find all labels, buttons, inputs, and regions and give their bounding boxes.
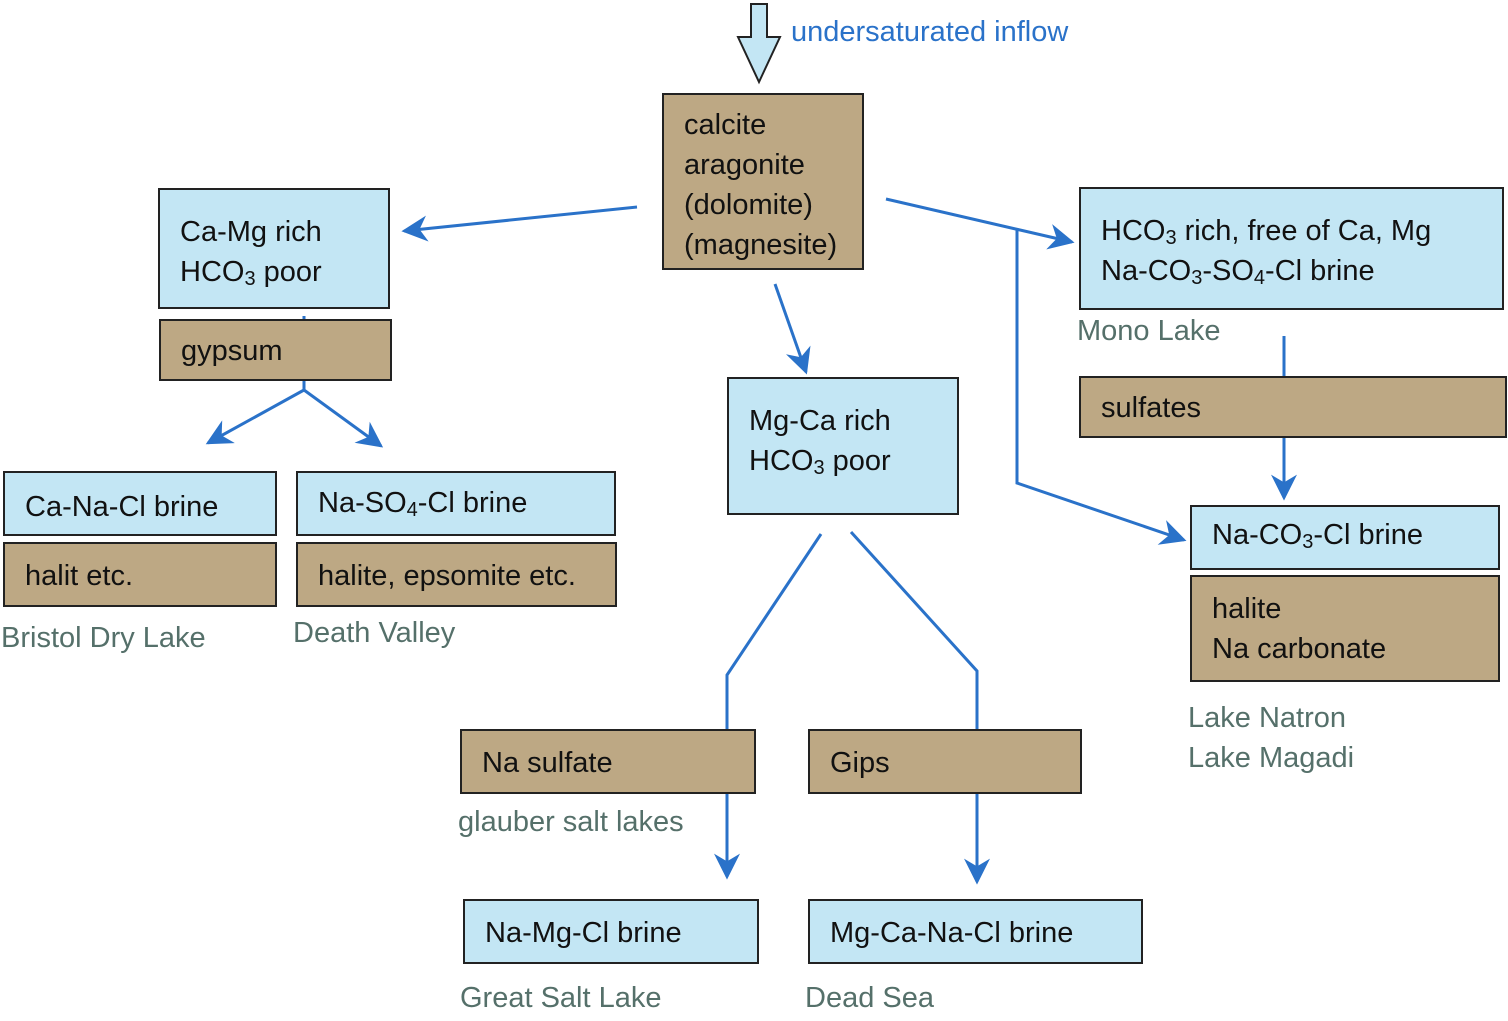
- mineral-magnesite: (magnesite): [684, 229, 838, 261]
- arrow-to-mg-ca-na-cl: [849, 530, 990, 885]
- sulfates-box: sulfates: [1079, 376, 1507, 438]
- arrow-to-ca-na-cl: [205, 388, 305, 445]
- place-lake-natron: Lake Natron: [1188, 702, 1346, 734]
- gypsum-box: gypsum: [159, 319, 392, 381]
- na-carbonate-label: Na carbonate: [1212, 633, 1387, 665]
- arrow-to-mg-ca-rich: [773, 283, 811, 375]
- gips-box: Gips: [808, 729, 1082, 794]
- arrow-to-ca-mg-rich: [401, 205, 638, 242]
- halite-label: halite: [1212, 593, 1282, 625]
- na-so4-cl-brine-label: Na-SO4-Cl brine: [318, 487, 528, 521]
- arrow-to-na-so4-cl: [303, 388, 384, 448]
- place-dead-sea: Dead Sea: [805, 982, 934, 1014]
- arrow-to-na-co3-cl-brine: [1015, 228, 1187, 545]
- mg-ca-na-cl-brine-label: Mg-Ca-Na-Cl brine: [830, 917, 1074, 949]
- na-so4-cl-brine-box: Na-SO4-Cl brine: [296, 471, 616, 536]
- gypsum-label: gypsum: [181, 335, 283, 367]
- arrow-to-na-mg-cl: [714, 533, 823, 880]
- hco3-rich-box: HCO3 rich, free of Ca, Mg Na-CO3-SO4-Cl …: [1079, 187, 1504, 310]
- gips-label: Gips: [830, 747, 890, 779]
- na-sulfate-box: Na sulfate: [460, 729, 756, 794]
- place-great-salt-lake: Great Salt Lake: [460, 982, 662, 1014]
- halit-box: halit etc.: [3, 542, 277, 607]
- inflow-arrow: [736, 3, 782, 85]
- mg-ca-rich-box: Mg-Ca rich HCO3 poor: [727, 377, 959, 515]
- mg-ca-rich-line2: HCO3 poor: [749, 445, 891, 479]
- inflow-label: undersaturated inflow: [791, 16, 1069, 48]
- halite-epsomite-label: halite, epsomite etc.: [318, 560, 576, 592]
- sulfates-label: sulfates: [1101, 392, 1201, 424]
- mg-ca-rich-line1: Mg-Ca rich: [749, 405, 891, 437]
- na-mg-cl-brine-box: Na-Mg-Cl brine: [463, 899, 759, 964]
- place-bristol-dry-lake: Bristol Dry Lake: [1, 622, 206, 654]
- na-sulfate-label: Na sulfate: [482, 747, 613, 779]
- mg-ca-na-cl-brine-box: Mg-Ca-Na-Cl brine: [808, 899, 1143, 964]
- na-co3-cl-brine-label: Na-CO3-Cl brine: [1212, 519, 1423, 553]
- hco3-rich-line2: Na-CO3-SO4-Cl brine: [1101, 255, 1375, 289]
- mineral-dolomite: (dolomite): [684, 189, 813, 221]
- top-minerals-box: calcite aragonite (dolomite) (magnesite): [662, 93, 864, 270]
- halite-epsomite-box: halite, epsomite etc.: [296, 542, 617, 607]
- ca-mg-rich-line1: Ca-Mg rich: [180, 216, 322, 248]
- ca-na-cl-brine-label: Ca-Na-Cl brine: [25, 491, 219, 523]
- mineral-calcite: calcite: [684, 109, 767, 141]
- halite-na-carbonate-box: halite Na carbonate: [1190, 575, 1500, 682]
- ca-na-cl-brine-box: Ca-Na-Cl brine: [3, 471, 277, 536]
- mineral-aragonite: aragonite: [684, 149, 805, 181]
- hco3-rich-line1: HCO3 rich, free of Ca, Mg: [1101, 215, 1432, 249]
- place-mono-lake: Mono Lake: [1077, 315, 1221, 347]
- na-mg-cl-brine-label: Na-Mg-Cl brine: [485, 917, 682, 949]
- arrow-to-hco3-rich: [885, 197, 1075, 250]
- na-co3-cl-brine-box: Na-CO3-Cl brine: [1190, 505, 1500, 570]
- place-death-valley: Death Valley: [293, 617, 456, 649]
- ca-mg-rich-box: Ca-Mg rich HCO3 poor: [158, 188, 390, 309]
- ca-mg-rich-line2: HCO3 poor: [180, 256, 322, 290]
- place-lake-magadi: Lake Magadi: [1188, 742, 1355, 774]
- halit-label: halit etc.: [25, 560, 133, 592]
- place-glauber-salt-lakes: glauber salt lakes: [458, 806, 684, 838]
